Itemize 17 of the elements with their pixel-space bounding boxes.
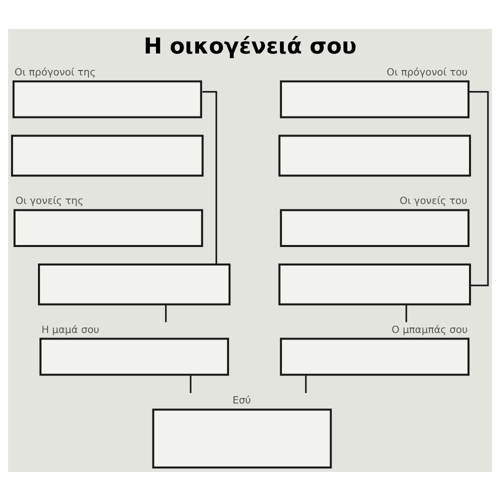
- node-box: [278, 134, 471, 176]
- connector: [406, 304, 408, 322]
- connector: [305, 375, 307, 393]
- node-label: Οι πρόγονοί της: [14, 66, 96, 78]
- node-box: [278, 262, 471, 305]
- node-label: Εσύ: [232, 395, 251, 406]
- connector: [190, 375, 192, 393]
- node-label: Ο μπαμπάς σου: [392, 324, 468, 336]
- node-label: Οι πρόγονοί του: [386, 66, 468, 78]
- connector: [165, 304, 167, 322]
- node-label: Οι γονείς του: [400, 196, 468, 207]
- node-box: [38, 262, 231, 305]
- diagram-title: Η οικογένειά σου: [144, 34, 357, 60]
- node-label: Οι γονείς της: [16, 196, 84, 207]
- node-box: [11, 134, 204, 176]
- connector: [470, 90, 489, 286]
- node-label: Η μαμά σου: [41, 324, 100, 336]
